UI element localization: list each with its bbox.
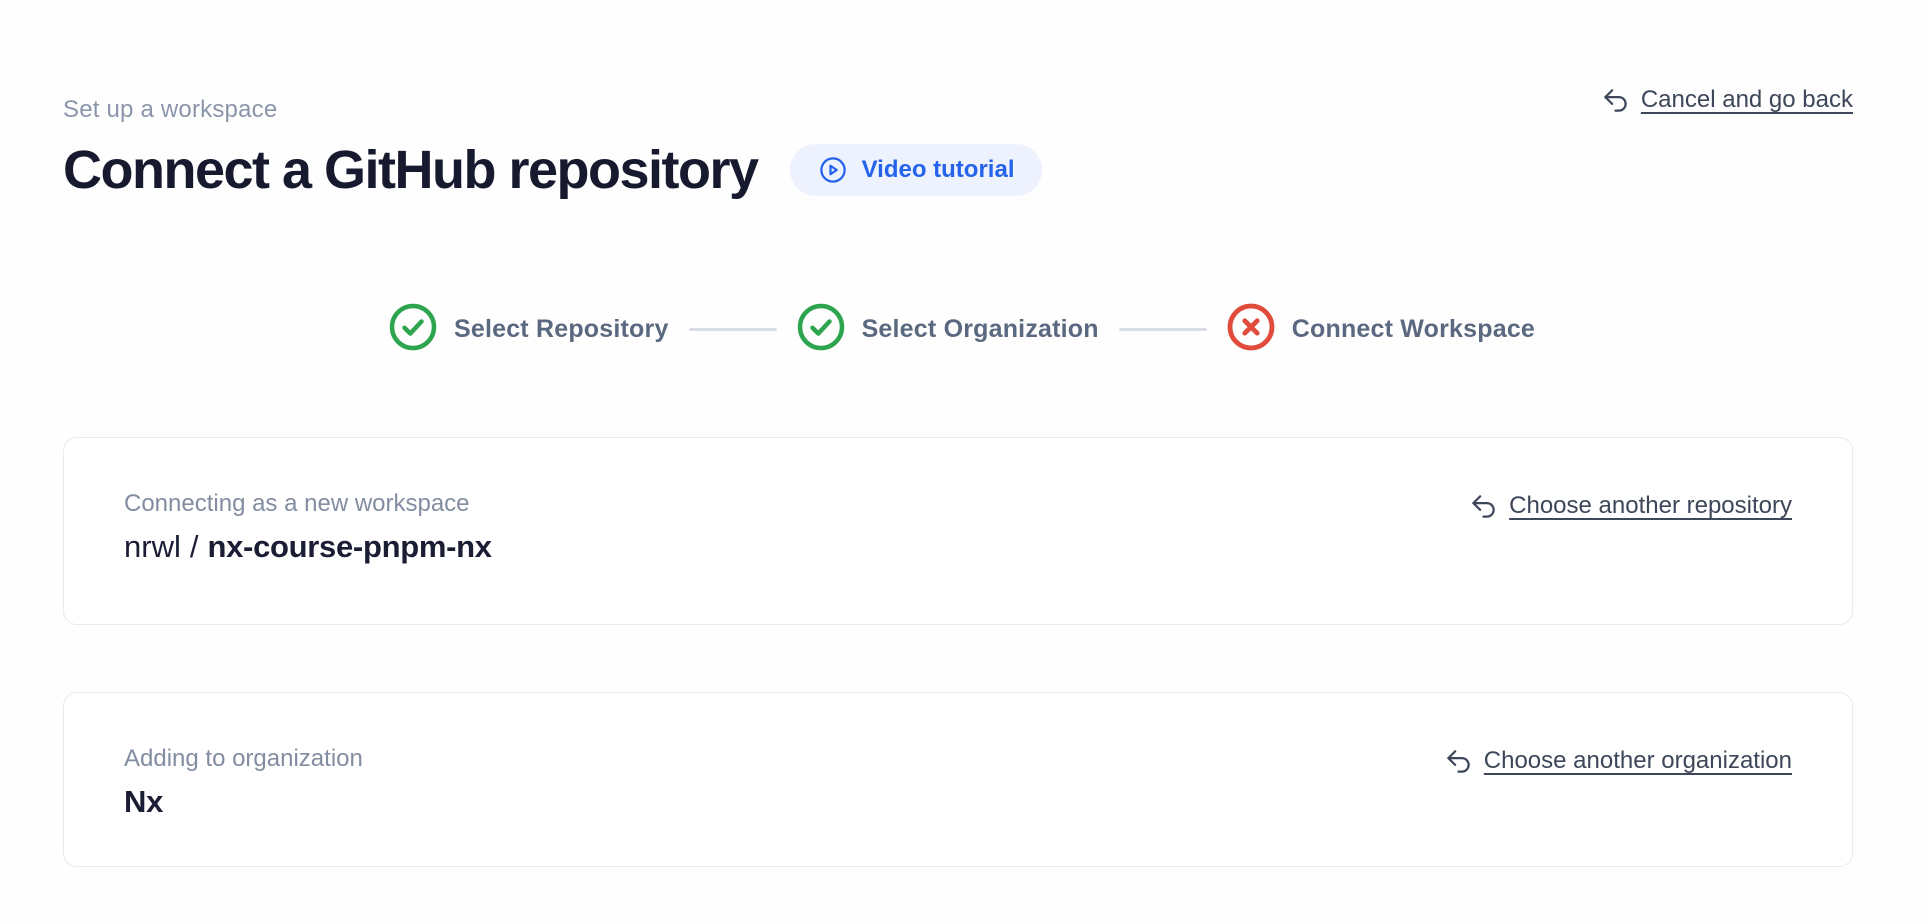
x-circle-icon (1227, 303, 1275, 356)
choose-another-organization-label: Choose another organization (1483, 747, 1792, 774)
repository-name: nrwl / nx-course-pnpm-nx (124, 528, 492, 566)
repository-card-text: Connecting as a new workspace nrwl / nx-… (124, 490, 492, 566)
check-circle-icon (389, 303, 437, 356)
organization-card: Adding to organization Nx Choose another… (63, 692, 1853, 867)
stepper: Select Repository Select Organization Co… (0, 303, 1924, 356)
repository-owner: nrwl (124, 529, 181, 564)
step-select-organization: Select Organization (797, 303, 1099, 356)
step-label: Connect Workspace (1291, 315, 1536, 343)
eyebrow-text: Set up a workspace (63, 96, 278, 123)
organization-card-label: Adding to organization (124, 745, 363, 772)
step-label: Select Organization (861, 315, 1099, 343)
organization-card-text: Adding to organization Nx (124, 745, 363, 821)
video-tutorial-button[interactable]: Video tutorial (789, 144, 1043, 197)
title-row: Connect a GitHub repository Video tutori… (63, 138, 1043, 203)
undo-arrow-icon (1445, 748, 1472, 775)
step-label: Select Repository (453, 315, 669, 343)
step-connector (1118, 328, 1207, 331)
choose-another-repository-link[interactable]: Choose another repository (1470, 492, 1792, 520)
repository-card-label: Connecting as a new workspace (124, 490, 470, 517)
undo-arrow-icon (1470, 493, 1497, 520)
repository-separator: / (189, 529, 199, 564)
play-circle-icon (818, 155, 848, 185)
cancel-and-go-back-link[interactable]: Cancel and go back (1602, 86, 1853, 114)
page-title: Connect a GitHub repository (63, 140, 759, 200)
undo-arrow-icon (1602, 87, 1629, 114)
repository-card: Connecting as a new workspace nrwl / nx-… (63, 437, 1853, 625)
choose-another-repository-label: Choose another repository (1509, 492, 1792, 519)
step-connector (688, 328, 777, 331)
organization-name: Nx (124, 783, 363, 821)
choose-another-organization-link[interactable]: Choose another organization (1445, 747, 1792, 775)
video-tutorial-label: Video tutorial (861, 156, 1015, 184)
check-circle-icon (797, 303, 845, 356)
organization-name-value: Nx (124, 784, 164, 819)
step-connect-workspace: Connect Workspace (1227, 303, 1535, 356)
repository-repo-name: nx-course-pnpm-nx (207, 529, 492, 564)
cancel-link-label: Cancel and go back (1640, 86, 1853, 113)
step-select-repository: Select Repository (389, 303, 669, 356)
